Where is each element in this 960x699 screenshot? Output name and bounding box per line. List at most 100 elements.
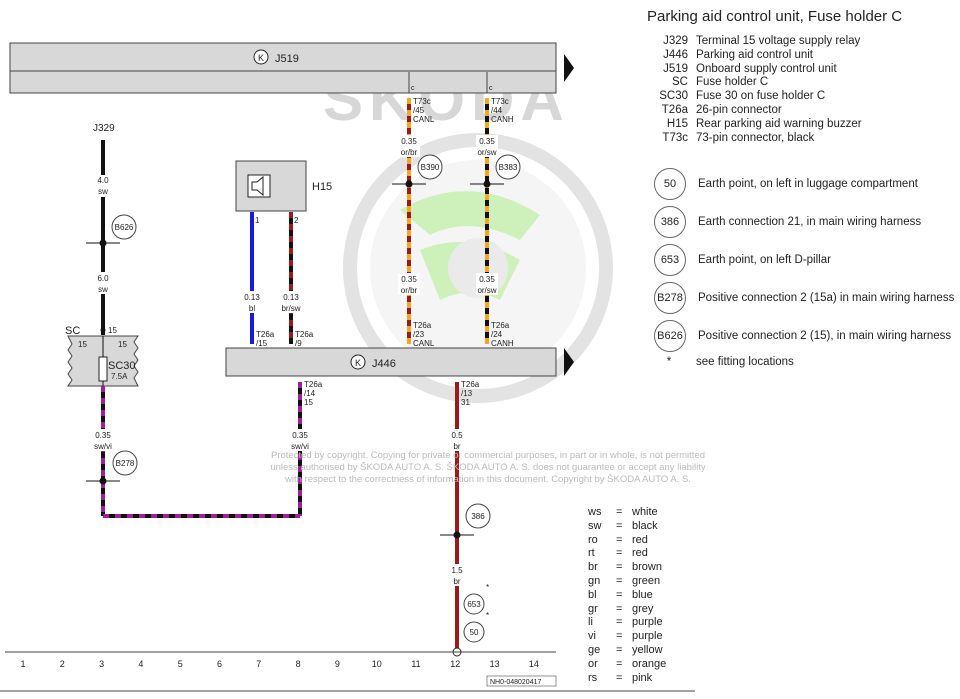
wire-size: 0.35: [479, 137, 495, 146]
conn-label: CANL: [413, 115, 435, 124]
b278-label: B278: [116, 459, 135, 468]
color-code: gr: [588, 602, 598, 615]
sc-label: SC: [65, 325, 80, 337]
wire-size: 0.13: [244, 293, 260, 302]
point-desc: Positive connection 2 (15a) in main wiri…: [698, 292, 955, 304]
asterisk-desc: see fitting locations: [696, 356, 794, 368]
conn-label: CANH: [491, 115, 514, 124]
wire-size: 0.5: [451, 431, 463, 440]
star-mark: *: [486, 611, 489, 620]
sc30-label: SC30: [108, 360, 136, 372]
color-name: purple: [632, 630, 663, 643]
wire-color: br: [453, 577, 460, 586]
grid-number: 5: [178, 659, 183, 669]
component-desc: Fuse holder C: [696, 76, 769, 89]
point-id: B626: [654, 320, 686, 352]
grid-number: 8: [296, 659, 301, 669]
color-code: ro: [588, 533, 598, 546]
grid-number: 3: [99, 659, 104, 669]
b626-point: [111, 214, 137, 240]
conn-label: 15: [304, 398, 313, 407]
conn-label: 31: [461, 398, 470, 407]
component-desc: Fuse 30 on fuse holder C: [696, 90, 826, 103]
j446-label: J446: [372, 358, 396, 370]
b390-point: [417, 154, 443, 180]
b278-point: [112, 450, 138, 476]
buzzer-icon: [247, 174, 271, 198]
k-label: K: [355, 358, 361, 368]
color-name: red: [632, 547, 648, 560]
color-name: purple: [632, 616, 663, 629]
grid-number: 9: [335, 659, 340, 669]
wire-size: 0.35: [292, 431, 308, 440]
color-eq: =: [616, 533, 623, 546]
conn-label: T73c: [413, 97, 431, 106]
wire-size: 1.5: [451, 566, 463, 575]
color-eq: =: [616, 506, 623, 518]
color-code-item: rs=pink: [588, 672, 666, 686]
color-code-item: ro = red: [588, 534, 666, 548]
color-name: yellow: [632, 643, 663, 656]
component-desc: 26-pin connector: [696, 103, 782, 116]
copyright-notice: Protected by copyright. Copying for priv…: [270, 450, 706, 485]
c-mark: c: [411, 85, 415, 92]
component-code: T26a: [661, 103, 688, 116]
conn-label: /44: [491, 106, 503, 115]
j519-arrow: [564, 54, 574, 82]
wire-color: or/br: [401, 148, 418, 157]
point-id: 50: [654, 168, 686, 200]
conn-label: T26a: [491, 321, 510, 330]
point-desc: Earth point, on left in luggage compartm…: [698, 178, 918, 190]
color-code-item: bl=blue: [588, 589, 666, 603]
color-code-item: ge=yellow: [588, 644, 666, 658]
color-eq: =: [616, 643, 623, 656]
b383-label: B383: [499, 163, 518, 172]
conn-label: /9: [295, 339, 302, 348]
color-code-item: li=purple: [588, 616, 666, 630]
p386-label: 386: [471, 512, 485, 521]
color-name: blue: [632, 588, 653, 601]
h15-box: [235, 160, 307, 212]
conn-label: /23: [413, 330, 425, 339]
sc-pin: 15: [78, 340, 87, 349]
j329-label: J329: [93, 123, 115, 134]
color-code: gn: [588, 574, 601, 587]
color-name: red: [632, 533, 648, 546]
conn-label: /13: [461, 389, 473, 398]
color-code-item: sw=black: [588, 520, 666, 534]
wire-color: br/sw: [281, 304, 300, 313]
color-eq: =: [616, 657, 623, 670]
grid-number: 10: [372, 659, 382, 669]
conn-label: T26a: [461, 380, 480, 389]
wire-size: 0.35: [401, 275, 417, 284]
color-code-item: br=brown: [588, 561, 666, 575]
color-code: rs: [588, 671, 598, 684]
color-eq: =: [616, 547, 623, 560]
wire-color: sw/vi: [94, 442, 112, 451]
color-code: bl: [588, 588, 597, 601]
h15-pin: 2: [294, 216, 299, 225]
j446-k-symbol: [350, 354, 366, 370]
p50-point: [463, 621, 485, 643]
b626-label: B626: [115, 223, 134, 232]
point-id: 386: [654, 206, 686, 238]
color-code: ws: [588, 506, 602, 518]
component-code: SC: [672, 76, 688, 89]
wire-size: 0.35: [95, 431, 111, 440]
conn-label: CANH: [491, 339, 514, 348]
sc30-fuse: [98, 356, 108, 382]
component-desc: 73-pin connector, black: [696, 131, 815, 144]
wire-size: 0.35: [479, 275, 495, 284]
c-mark: c: [489, 85, 493, 92]
p386-point: [465, 503, 491, 529]
component-desc: Terminal 15 voltage supply relay: [696, 35, 861, 47]
component-desc: Rear parking aid warning buzzer: [696, 117, 862, 130]
wire-color: br: [453, 442, 460, 451]
